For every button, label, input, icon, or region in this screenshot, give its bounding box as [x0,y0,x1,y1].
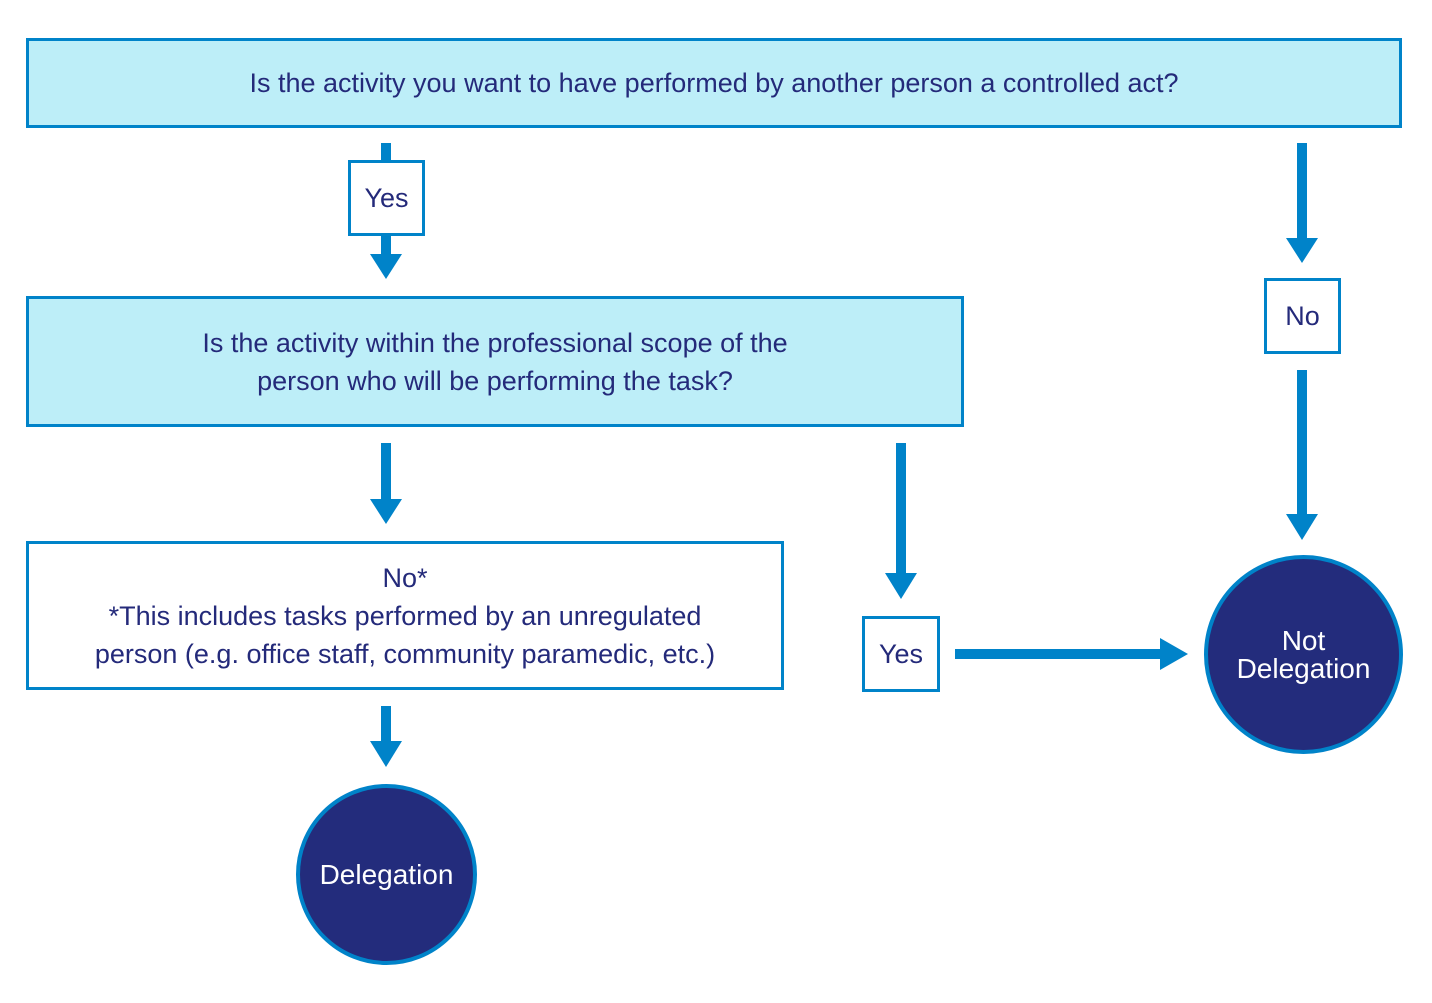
outcome-not-delegation-line1: Not [1281,624,1326,656]
no-unregulated-line2: *This includes tasks performed by an unr… [108,600,702,631]
outcome-delegation: Delegation [296,784,477,965]
question-professional-scope: Is the activity within the professional … [26,296,964,427]
no-unregulated-box: No* *This includes tasks performed by an… [26,541,784,690]
arrowhead-yes2-to-not-delegation [1160,638,1188,670]
yes-label-1: Yes [348,160,425,236]
question-controlled-act: Is the activity you want to have perform… [26,38,1402,128]
no-unregulated-line1: No* [382,562,428,593]
yes-label-2-text: Yes [878,639,924,669]
arrowhead-q1-to-no1 [1286,238,1318,263]
no-unregulated-line3: person (e.g. office staff, community par… [94,638,716,669]
arrowhead-no2-to-delegation [370,741,402,767]
arrowhead-yes1-to-q2 [370,254,402,279]
arrowhead-q2-to-no2 [370,499,402,524]
arrowhead-no1-to-not-delegation [1286,514,1318,540]
yes-label-2: Yes [862,616,940,692]
no-label-1: No [1264,278,1341,354]
yes-label-1-text: Yes [364,183,409,213]
question-professional-scope-line1: Is the activity within the professional … [202,327,788,358]
no-label-1-text: No [1285,301,1320,331]
outcome-delegation-text: Delegation [319,858,454,890]
arrowhead-q2-to-yes2 [885,573,917,599]
outcome-not-delegation-line2: Delegation [1236,652,1371,684]
question-professional-scope-line2: person who will be performing the task? [257,365,733,396]
outcome-not-delegation: Not Delegation [1204,555,1403,754]
question-controlled-act-text: Is the activity you want to have perform… [249,68,1179,98]
